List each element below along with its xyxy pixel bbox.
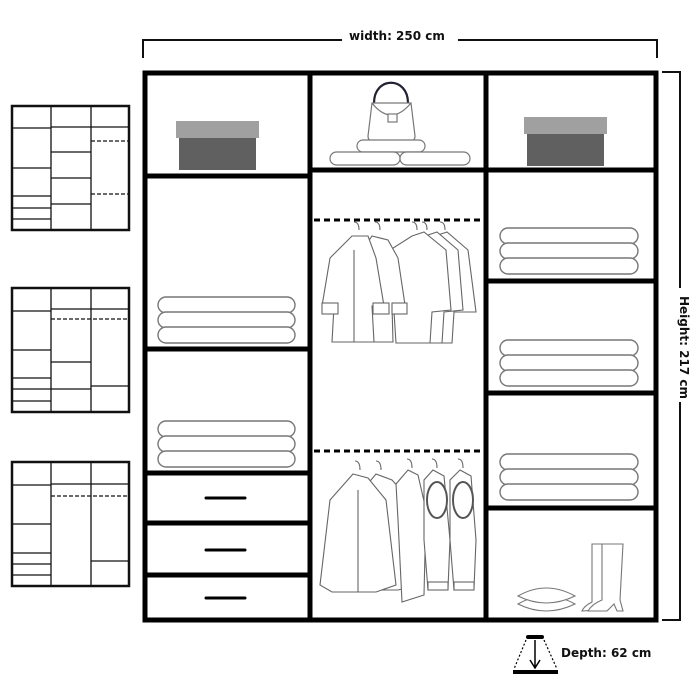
- layout-variant-1[interactable]: [10, 104, 131, 232]
- drawer-handle-icon: [204, 496, 247, 600]
- width-dimension-line: [142, 39, 658, 58]
- boots-icon: [581, 543, 624, 612]
- depth-label: Depth: 62 cm: [561, 646, 652, 660]
- coats-icon: [321, 221, 477, 344]
- layout-variant-3[interactable]: [10, 460, 131, 588]
- folded-clothes-icon: [157, 420, 296, 468]
- layout-variant-2[interactable]: [10, 286, 131, 414]
- wardrobe-frame: [142, 70, 659, 623]
- storage-box-icon: [176, 121, 259, 170]
- jackets-sweaters-icon: [319, 458, 477, 603]
- handbag-icon: [367, 81, 416, 142]
- pillows-icon: [516, 587, 577, 612]
- folded-clothes-icon: [499, 453, 639, 501]
- width-label: width: 250 cm: [345, 29, 449, 43]
- folded-clothes-icon: [499, 227, 639, 275]
- rolled-towel-icon: [329, 139, 471, 166]
- height-dimension-line: [662, 71, 681, 621]
- depth-icon: [513, 635, 558, 674]
- hanging-rail: [314, 218, 484, 453]
- folded-clothes-icon: [157, 296, 296, 344]
- storage-box-icon: [524, 117, 607, 166]
- folded-clothes-icon: [499, 339, 639, 387]
